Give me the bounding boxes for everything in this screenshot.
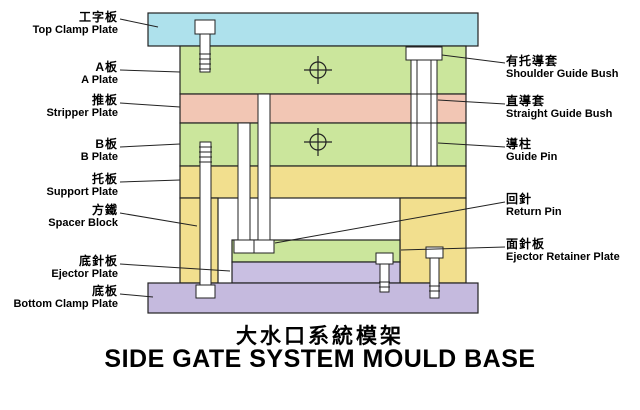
- socket-bolt-head: [195, 284, 216, 299]
- label-return-pin: 回針 Return Pin: [506, 192, 640, 219]
- label-en: B Plate: [80, 151, 118, 163]
- ejector-pin-head: [253, 239, 275, 254]
- cap-screw-shaft: [199, 33, 211, 73]
- label-zh: 導柱: [506, 137, 533, 151]
- label-shoulder-guide-bush: 有托導套 Shoulder Guide Bush: [506, 54, 640, 81]
- label-en: Straight Guide Bush: [506, 108, 613, 120]
- label-zh: 方鐵: [91, 203, 118, 217]
- label-straight-guide-bush: 直導套 Straight Guide Bush: [506, 94, 640, 121]
- label-zh: A板: [95, 60, 118, 74]
- label-en: Shoulder Guide Bush: [506, 68, 619, 80]
- label-zh: 直導套: [506, 94, 546, 108]
- socket-bolt-shaft: [199, 141, 212, 286]
- leader-lines: [119, 18, 506, 298]
- label-support-plate: 托板 Support Plate: [0, 172, 118, 199]
- label-en: Return Pin: [506, 206, 562, 218]
- label-zh: 工字板: [78, 10, 118, 24]
- label-en: Stripper Plate: [46, 107, 118, 119]
- label-en: Ejector Retainer Plate: [506, 251, 620, 263]
- label-en: Top Clamp Plate: [32, 24, 118, 36]
- ejector-pin-shaft: [257, 93, 271, 241]
- diagram-title-chinese: 大水口系統模架: [236, 325, 404, 348]
- label-ejector-plate: 底針板 Ejector Plate: [0, 254, 118, 281]
- ejector-plate-shape: [231, 261, 401, 284]
- label-en: A Plate: [81, 74, 118, 86]
- label-zh: 回針: [506, 192, 533, 206]
- return-pin-head: [233, 239, 255, 254]
- label-zh: 面針板: [506, 237, 546, 251]
- label-zh: 有托導套: [506, 54, 559, 68]
- ejector-screw-shaft: [379, 263, 390, 293]
- cap-screw-head: [194, 19, 216, 35]
- label-en: Guide Pin: [506, 151, 558, 163]
- label-zh: 推板: [91, 93, 118, 107]
- label-b-plate: B板 B Plate: [0, 137, 118, 164]
- label-stripper-plate: 推板 Stripper Plate: [0, 93, 118, 120]
- centerline-marks: [304, 56, 332, 156]
- shoulder-guide-bush-flange: [405, 46, 443, 61]
- guide-bush-body: [410, 59, 438, 167]
- label-spacer-block: 方鐵 Spacer Block: [0, 203, 118, 230]
- label-bottom-clamp-plate: 底板 Bottom Clamp Plate: [0, 284, 118, 311]
- label-zh: B板: [95, 137, 118, 151]
- label-zh: 托板: [91, 172, 118, 186]
- label-zh: 底針板: [78, 254, 118, 268]
- label-en: Ejector Plate: [51, 268, 118, 280]
- label-zh: 底板: [91, 284, 118, 298]
- hardware: [194, 19, 444, 299]
- support-plate-shape: [179, 165, 467, 199]
- hardware-thread-lines: [199, 53, 440, 292]
- return-pin-shaft: [237, 122, 251, 241]
- diagram-title-english: SIDE GATE SYSTEM MOULD BASE: [104, 345, 536, 373]
- ejector-screw-head: [375, 252, 394, 265]
- label-a-plate: A板 A Plate: [0, 60, 118, 87]
- label-en: Bottom Clamp Plate: [13, 298, 118, 310]
- label-en: Support Plate: [46, 186, 118, 198]
- label-en: Spacer Block: [48, 217, 118, 229]
- label-guide-pin: 導柱 Guide Pin: [506, 137, 640, 164]
- label-top-clamp-plate: 工字板 Top Clamp Plate: [0, 10, 118, 37]
- label-ejector-retainer-plate: 面針板 Ejector Retainer Plate: [506, 237, 640, 264]
- clamp-screw-shaft: [429, 257, 440, 299]
